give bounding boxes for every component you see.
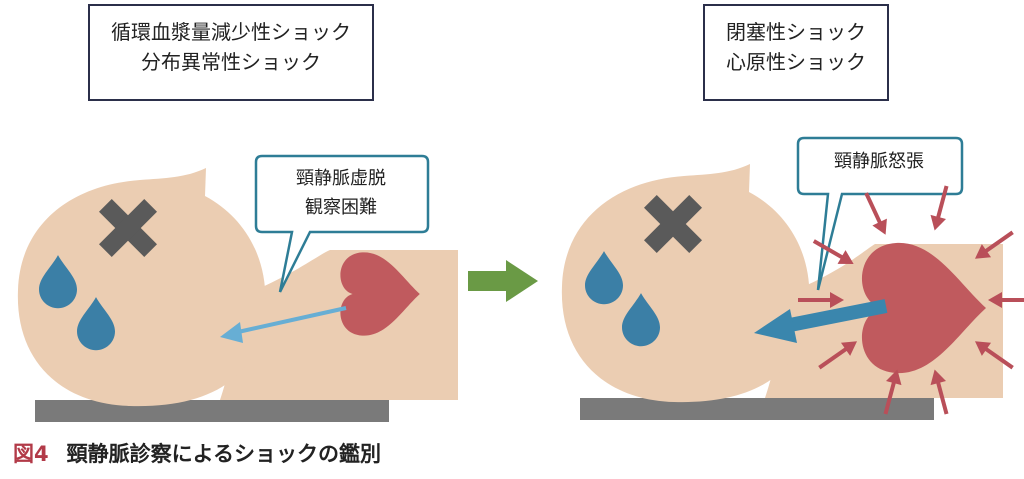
right-bubble-text: 頸静脈怒張 (798, 147, 960, 176)
right-speech-bubble (796, 136, 964, 291)
right-head (561, 164, 810, 403)
left-label-line: 分布異常性ショック (141, 50, 321, 74)
pressure-arrows (798, 185, 1024, 415)
left-condition-label: 循環血漿量減少性ショック 分布異常性ショック (88, 4, 374, 101)
left-label-line: 循環血漿量減少性ショック (111, 20, 351, 44)
pressure-arrow-head (830, 292, 844, 308)
pressure-arrow-head (974, 244, 992, 259)
left-bubble-line: 観察困難 (305, 197, 377, 218)
right-vein-arrow (788, 299, 888, 332)
pressure-arrow-head (930, 214, 946, 231)
pressure-arrow-head (837, 250, 854, 264)
right-label-line: 閉塞性ショック (726, 20, 866, 44)
left-ground-bar (35, 400, 389, 422)
left-head (17, 168, 266, 407)
pressure-arrow-head (974, 341, 992, 356)
left-bubble-text: 頸静脈虚脱 観察困難 (256, 164, 426, 222)
right-label-line: 心原性ショック (726, 50, 866, 74)
left-vein-arrow (237, 306, 347, 334)
left-cross-icon (99, 199, 157, 257)
left-speech-bubble (254, 154, 430, 293)
left-vein-arrow-head (220, 322, 243, 343)
transition-arrow-icon (468, 260, 538, 302)
figure-number: 図4 (13, 442, 49, 466)
pressure-arrow-head (886, 369, 902, 386)
pressure-arrow-head (872, 218, 887, 235)
right-ground-bar (580, 398, 934, 420)
pressure-arrow-head (988, 292, 1002, 308)
pressure-arrow-head (930, 369, 946, 386)
right-cross-icon (644, 195, 702, 253)
right-patient (561, 136, 1024, 420)
right-condition-label: 閉塞性ショック 心原性ショック (703, 4, 889, 101)
right-vein-arrow-head (754, 309, 797, 343)
figure-caption: 図4 頸静脈診察によるショックの鑑別 (13, 438, 381, 468)
left-patient (17, 154, 458, 422)
figure-title: 頸静脈診察によるショックの鑑別 (66, 442, 381, 466)
pressure-arrow-head (840, 341, 858, 356)
right-bubble-line: 頸静脈怒張 (834, 151, 924, 172)
left-bubble-line: 頸静脈虚脱 (296, 168, 386, 189)
